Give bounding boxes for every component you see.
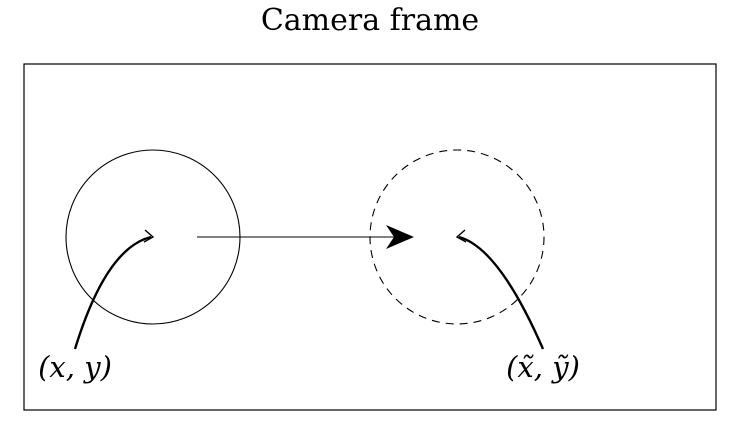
transformed-point-pointer-head [455,229,467,243]
transformed-point-label: (x̃, ỹ) [506,350,580,384]
diagram-title: Camera frame [261,3,479,38]
original-point-label: (x, y) [38,350,112,384]
original-point-pointer-head [143,229,155,243]
original-point-pointer [73,235,152,350]
camera-frame-border [23,63,717,411]
transformed-point-pointer [458,235,545,350]
translation-arrowhead [386,225,414,249]
